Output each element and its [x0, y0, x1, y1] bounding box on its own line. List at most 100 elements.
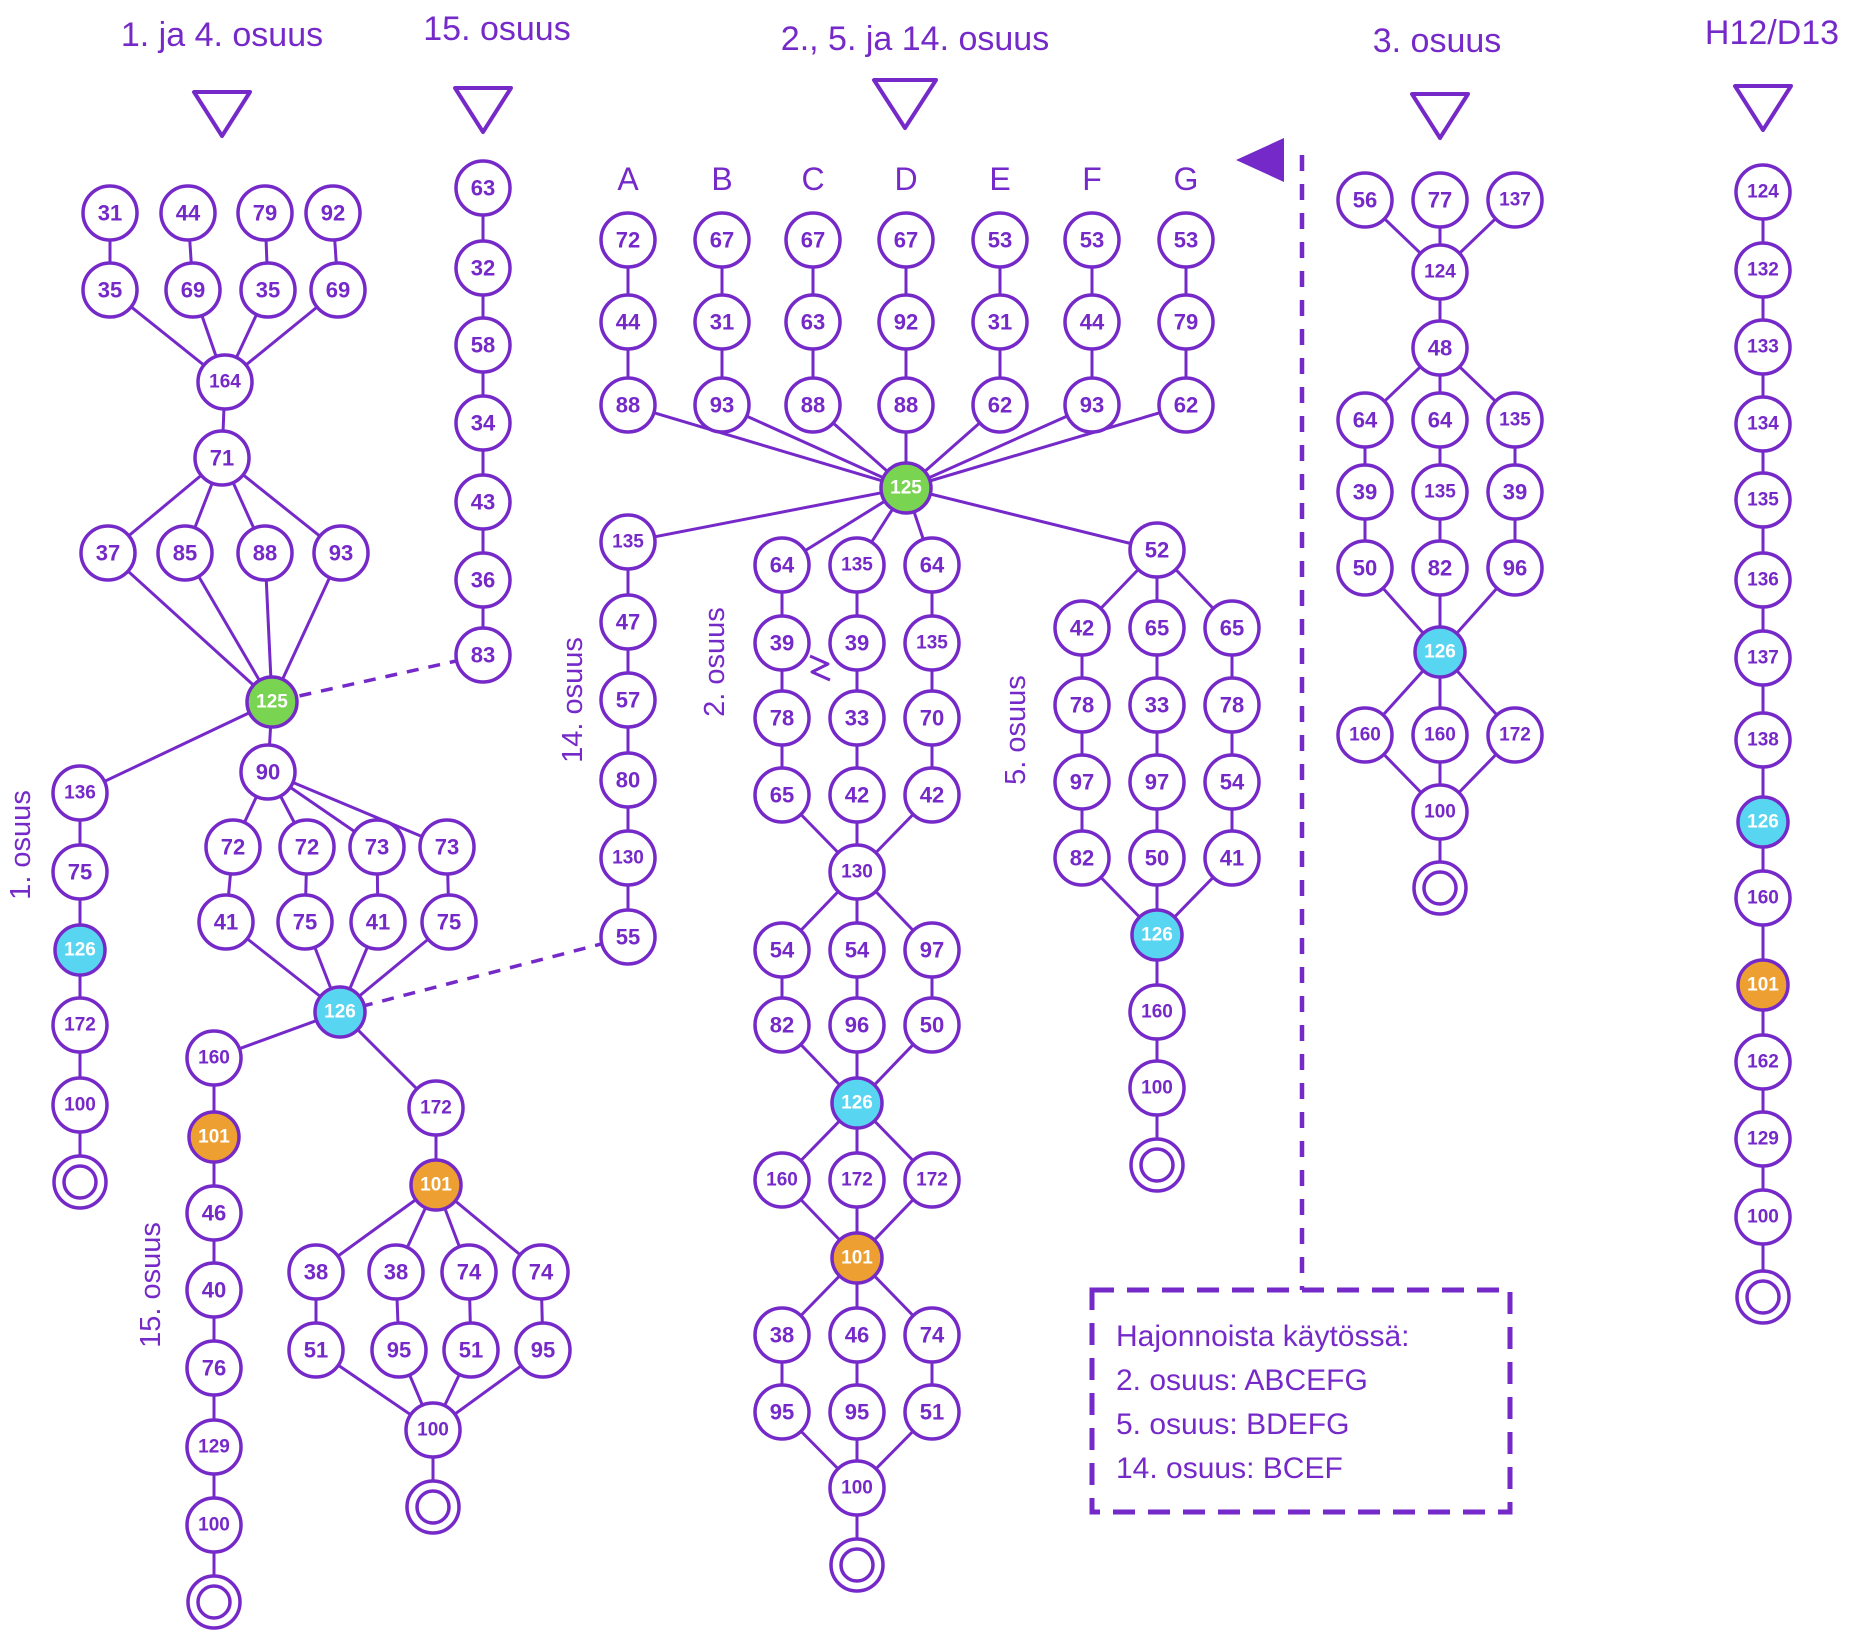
node-label: 100 — [64, 1095, 96, 1116]
node-circle-132 — [1734, 241, 1792, 299]
node-label: 160 — [1424, 725, 1456, 746]
node-circle-95 — [514, 1321, 572, 1379]
node-label: 101 — [198, 1127, 230, 1148]
start-triangle-icon — [192, 90, 252, 138]
node-circle-126 — [53, 923, 107, 977]
node-circle-88 — [236, 524, 294, 582]
node-circle-79 — [236, 184, 294, 242]
node-circle-135 — [828, 536, 886, 594]
node-label: 88 — [801, 393, 825, 418]
node-circle-39 — [1486, 463, 1544, 521]
node-circle-51 — [442, 1321, 500, 1379]
node-label: 44 — [1080, 310, 1105, 335]
node-label: 90 — [256, 760, 280, 785]
node-label: 124 — [1747, 182, 1779, 203]
edge-line — [627, 403, 907, 490]
node-label: 135 — [841, 555, 873, 576]
side-label: 14. osuus — [557, 637, 589, 763]
node-circle-65 — [1128, 599, 1186, 657]
node-circle-78 — [753, 689, 811, 747]
node-label: 41 — [1220, 846, 1244, 871]
node-circle-64 — [1411, 391, 1469, 449]
node-label: 130 — [841, 862, 873, 883]
node-circle-31 — [971, 293, 1029, 351]
node-circle-52 — [1128, 521, 1186, 579]
node-label: 79 — [253, 201, 277, 226]
node-circle-54 — [828, 921, 886, 979]
node-circle-125 — [879, 461, 933, 515]
node-circle-95 — [753, 1383, 811, 1441]
node-circle-38 — [367, 1243, 425, 1301]
node-label: 135 — [1499, 410, 1531, 431]
node-label: 38 — [770, 1323, 794, 1348]
node-circle-62 — [971, 376, 1029, 434]
terminal-node-inner — [839, 1547, 875, 1583]
node-label: 35 — [256, 278, 280, 303]
node-label: 58 — [471, 333, 495, 358]
node-label: 97 — [1070, 770, 1094, 795]
node-circle-160 — [1336, 706, 1394, 764]
node-circle-42 — [1053, 599, 1111, 657]
node-circle-92 — [877, 293, 935, 351]
node-label: 74 — [920, 1323, 945, 1348]
node-circle-93 — [312, 524, 370, 582]
node-label: 138 — [1747, 730, 1779, 751]
node-label: 78 — [770, 706, 794, 731]
node-circle-93 — [693, 376, 751, 434]
node-label: 37 — [96, 541, 120, 566]
node-circle-95 — [828, 1383, 886, 1441]
edge-line — [106, 551, 274, 704]
node-circle-33 — [1128, 676, 1186, 734]
node-label: 41 — [214, 910, 238, 935]
side-label: 5. osuus — [1000, 675, 1032, 785]
node-label: 65 — [1145, 616, 1169, 641]
node-label: 54 — [845, 938, 870, 963]
node-circle-101 — [1736, 958, 1790, 1012]
node-circle-46 — [828, 1306, 886, 1364]
node-circle-172 — [828, 1151, 886, 1209]
node-circle-71 — [193, 429, 251, 487]
node-label: 95 — [845, 1400, 869, 1425]
node-circle-67 — [693, 211, 751, 269]
node-circle-82 — [753, 996, 811, 1054]
node-label: 135 — [1424, 482, 1456, 503]
legend-line: 2. osuus: ABCEFG — [1116, 1364, 1368, 1397]
node-label: 72 — [616, 228, 640, 253]
node-label: 75 — [437, 910, 461, 935]
node-label: 64 — [770, 553, 795, 578]
terminal-node-inner — [415, 1489, 451, 1525]
node-label: 160 — [198, 1048, 230, 1069]
node-circle-37 — [79, 524, 137, 582]
node-circle-46 — [185, 1184, 243, 1242]
section-title: H12/D13 — [1705, 14, 1839, 52]
node-circle-64 — [1336, 391, 1394, 449]
node-circle-83 — [454, 626, 512, 684]
node-label: 164 — [209, 372, 241, 393]
node-label: 56 — [1353, 188, 1377, 213]
node-label: 82 — [1428, 556, 1452, 581]
node-label: 160 — [1349, 725, 1381, 746]
node-circle-73 — [348, 818, 406, 876]
start-triangle-icon — [1733, 84, 1793, 132]
node-circle-124 — [1411, 243, 1469, 301]
node-label: 172 — [420, 1098, 452, 1119]
node-circle-160 — [1734, 869, 1792, 927]
node-circle-100 — [185, 1496, 243, 1554]
node-circle-164 — [196, 353, 254, 411]
node-label: 134 — [1747, 414, 1779, 435]
column-letter: C — [801, 161, 824, 197]
node-circle-77 — [1411, 171, 1469, 229]
terminal-node-inner — [1745, 1279, 1781, 1315]
node-label: 133 — [1747, 337, 1779, 358]
node-label: 50 — [920, 1013, 944, 1038]
node-circle-135 — [599, 513, 657, 571]
node-circle-42 — [828, 766, 886, 824]
node-circle-78 — [1203, 676, 1261, 734]
node-circle-51 — [903, 1383, 961, 1441]
node-label: 65 — [1220, 616, 1244, 641]
column-letter: A — [617, 161, 639, 197]
node-circle-41 — [349, 893, 407, 951]
node-label: 137 — [1747, 648, 1779, 669]
node-circle-41 — [1203, 829, 1261, 887]
node-label: 100 — [417, 1420, 449, 1441]
